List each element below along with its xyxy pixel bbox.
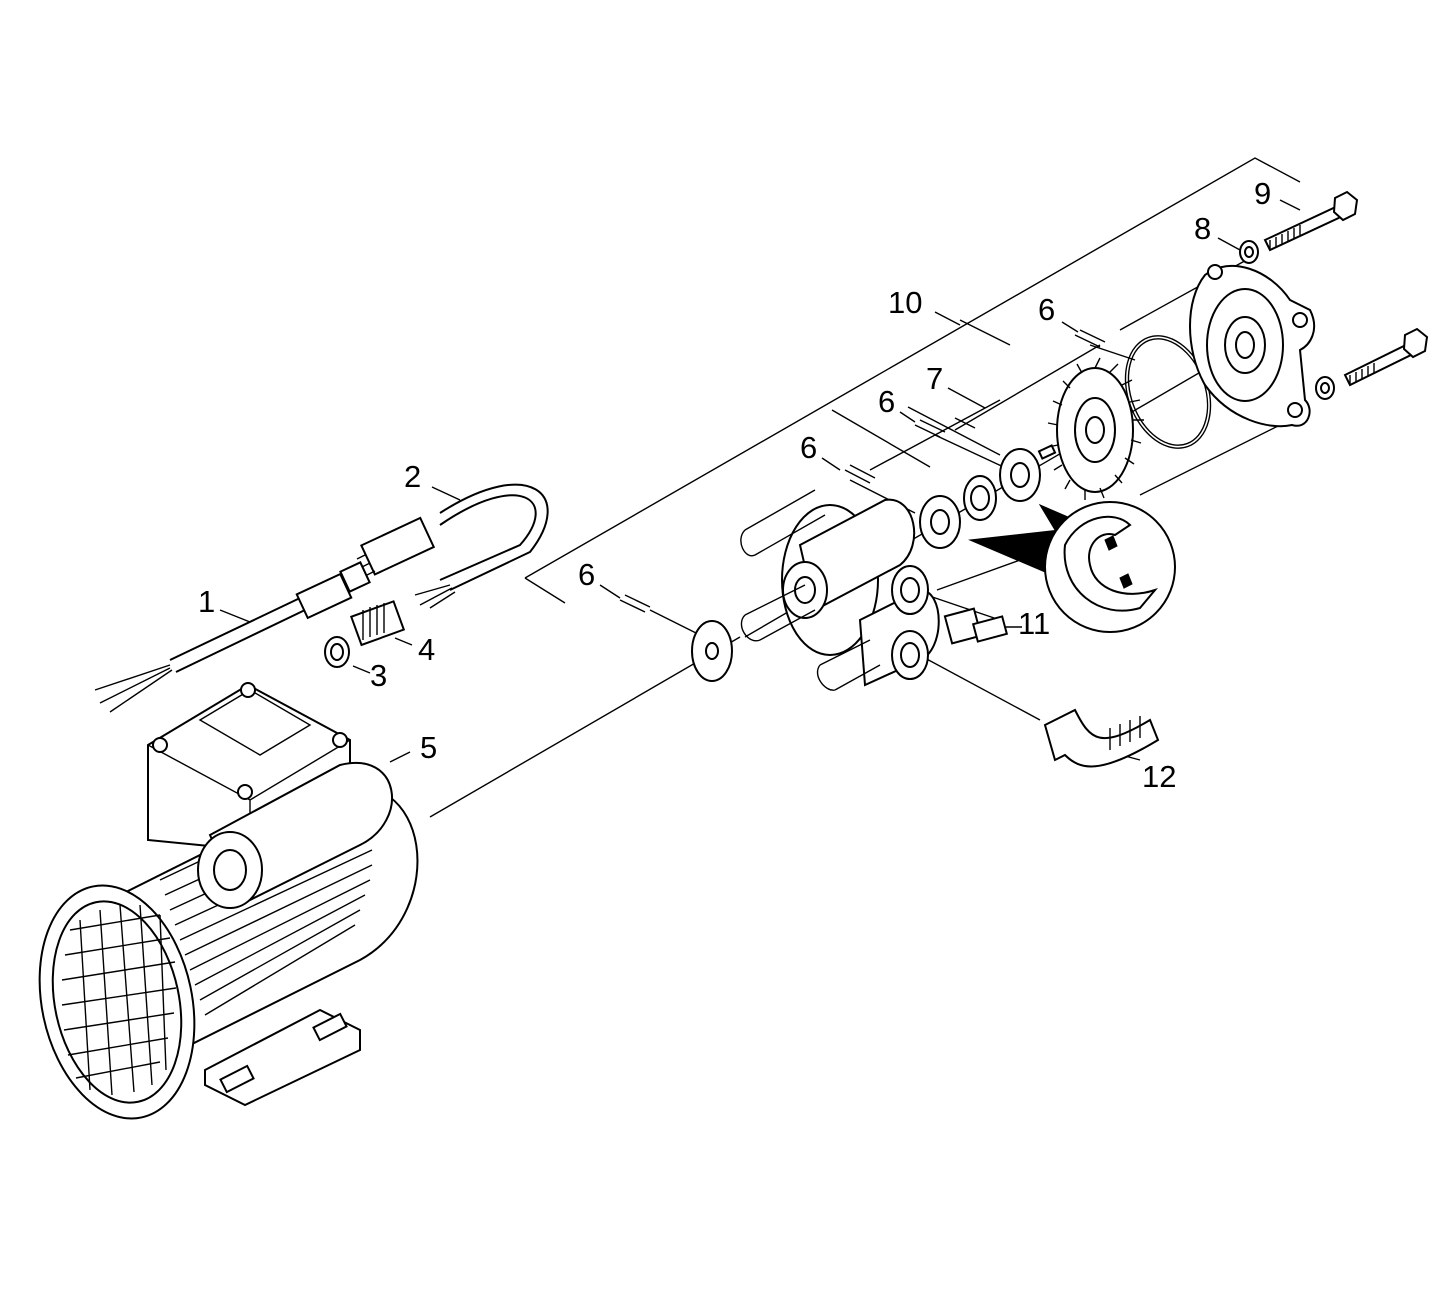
seal-rings — [919, 448, 1041, 549]
callout-11: 11 — [1018, 606, 1050, 641]
callout-6d: 6 — [1038, 292, 1055, 327]
assembly-bracket-lines — [524, 157, 1301, 604]
nut-3 — [324, 636, 350, 668]
electric-motor-5 — [38, 682, 419, 1120]
callout-9: 9 — [1254, 176, 1271, 211]
callout-1: 1 — [198, 584, 215, 619]
elbow-fitting-12 — [1043, 708, 1160, 768]
callout-3: 3 — [370, 658, 387, 693]
washer-8 — [1239, 240, 1335, 400]
spacer-marks — [619, 329, 1106, 613]
callout-10: 10 — [888, 285, 922, 320]
callout-6b: 6 — [800, 430, 817, 465]
pump-cover — [1189, 264, 1316, 428]
impeller — [1047, 357, 1144, 500]
washer-6 — [691, 620, 733, 682]
callout-4: 4 — [418, 632, 435, 667]
pump-housing — [740, 489, 940, 691]
callout-12: 12 — [1142, 759, 1176, 794]
bolt-9 — [1263, 190, 1429, 387]
power-cable-1 — [94, 561, 371, 713]
key-7 — [1037, 444, 1057, 460]
callout-labels: 1 2 3 4 5 6 6 6 6 7 8 9 10 11 12 — [198, 176, 1271, 794]
plug-cable-2 — [356, 483, 549, 609]
detail-magnifier — [968, 501, 1176, 633]
callout-2: 2 — [404, 459, 421, 494]
cable-gland-4 — [349, 600, 406, 647]
callout-5: 5 — [420, 730, 437, 765]
nipple-11 — [943, 607, 1009, 645]
callout-6c: 6 — [878, 384, 895, 419]
callout-7: 7 — [926, 361, 943, 396]
callout-6a: 6 — [578, 557, 595, 592]
callout-8: 8 — [1194, 211, 1211, 246]
